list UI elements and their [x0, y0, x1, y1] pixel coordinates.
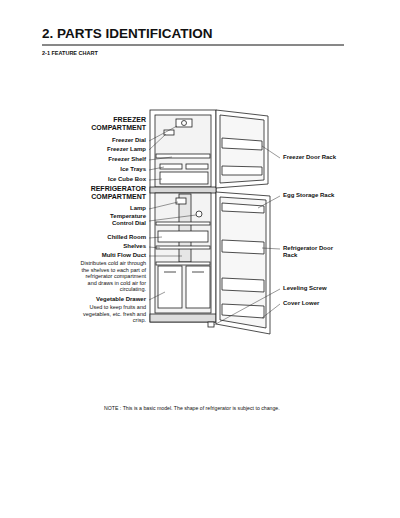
temperature-dial [196, 211, 202, 217]
part-name: Leveling Screw [283, 285, 327, 292]
subsection-title: 2-1 FEATURE CHART [42, 50, 98, 57]
leader-line [149, 237, 162, 238]
part-name: Vegetable Drawer [96, 296, 146, 303]
shelf [156, 222, 210, 225]
part-description: Used to keep fruits and vegetables, etc.… [82, 304, 146, 324]
ice-cube-box [160, 172, 208, 184]
fridge-lamp [176, 198, 186, 204]
vegetable-drawer [158, 266, 182, 308]
part-name: Shelves [123, 243, 146, 250]
leveling-screw [208, 322, 214, 327]
chilled-room [158, 231, 208, 242]
refrigerator-door [216, 192, 270, 334]
leader-line [149, 247, 160, 248]
door-rack [222, 304, 264, 318]
part-description: Distributes cold air through the shelves… [78, 260, 146, 293]
leader-lines [149, 126, 280, 325]
freezer-shelf [156, 154, 210, 158]
leader-line [258, 196, 280, 208]
door-rack [222, 240, 264, 254]
refrigerator-door-liner [220, 197, 266, 328]
leader-line [262, 248, 280, 249]
freezer-door-liner [220, 115, 264, 183]
freezer-interior [155, 115, 211, 187]
leader-line [214, 289, 280, 325]
compartment-heading: FREEZER COMPARTMENT [86, 116, 146, 133]
part-name: Lamp [130, 205, 146, 212]
shelf [156, 246, 210, 249]
part-name: Ice Cube Box [108, 176, 146, 183]
part-name: Temperature Control Dial [100, 213, 146, 227]
leader-line [149, 126, 177, 141]
part-name: Freezer Door Rack [283, 154, 336, 161]
fridge-interior [155, 193, 211, 313]
leader-line [149, 215, 196, 221]
shelf [156, 262, 210, 265]
part-name: Multi Flow Duct [102, 252, 146, 259]
note: NOTE : This is a basic model. The shape … [104, 405, 280, 411]
leader-line [149, 179, 162, 180]
leader-line [149, 256, 182, 257]
part-name: Ice Trays [120, 166, 146, 173]
leader-line [149, 134, 166, 150]
cabinet [150, 110, 216, 322]
leader-line [149, 202, 178, 209]
part-name: Freezer Dial [112, 137, 146, 144]
drawer-handle [164, 272, 176, 273]
ice-tray [160, 164, 182, 169]
title-rule [42, 45, 344, 46]
leader-line [262, 304, 280, 318]
section-title: 2. PARTS IDENTIFICATION [42, 26, 213, 42]
egg-storage-rack [222, 203, 264, 213]
cover-lower [150, 314, 216, 322]
divider [150, 187, 216, 193]
refrigerator-drawing [150, 110, 270, 334]
part-name: Refrigerator Door Rack [283, 245, 335, 259]
ice-tray [186, 164, 208, 169]
part-name: Freezer Shelf [108, 156, 146, 163]
drawer-handle [192, 272, 204, 273]
leader-line [149, 292, 165, 300]
freezer-door-rack [222, 138, 262, 150]
compartment-heading: REFRIGERATOR COMPARTMENT [84, 185, 146, 202]
part-name: Freezer Lamp [107, 146, 146, 153]
leader-line [149, 157, 172, 160]
part-name: Egg Storage Rack [283, 192, 334, 199]
leader-line [149, 167, 164, 170]
freezer-door [216, 110, 268, 188]
leader-line [262, 146, 280, 158]
freezer-dial [176, 119, 192, 127]
door-rack [222, 278, 264, 292]
part-name: Cover Lower [283, 300, 319, 307]
freezer-door-rack [222, 166, 262, 175]
vegetable-drawer [186, 266, 210, 308]
dial-knob [182, 121, 187, 126]
part-name: Chilled Room [107, 234, 146, 241]
